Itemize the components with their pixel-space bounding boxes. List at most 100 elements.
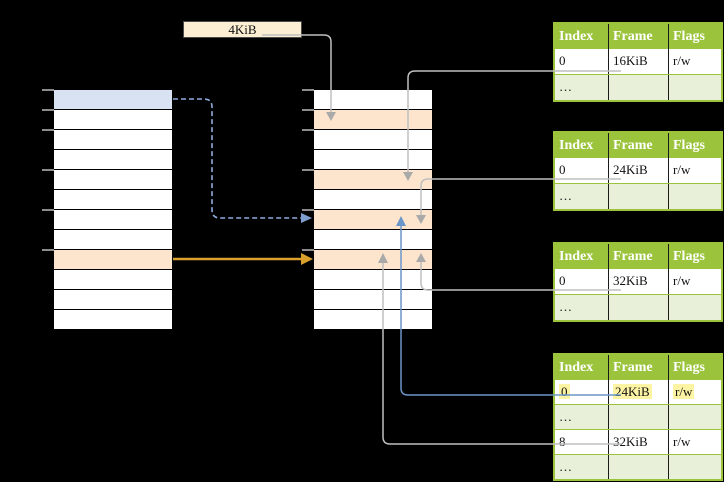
highlighted-value: r/w — [673, 384, 695, 399]
cell-value: 32KiB — [613, 434, 648, 449]
address-tick — [302, 109, 314, 111]
cell-value: … — [559, 459, 572, 474]
cell-value: r/w — [673, 273, 691, 288]
physical-memory — [302, 89, 433, 331]
pm-row — [314, 90, 432, 110]
table-row: 0 16KiB r/w — [555, 49, 721, 74]
column-header-frame: Frame — [608, 133, 668, 158]
table-header-row: Index Frame Flags — [555, 24, 721, 49]
address-tick — [302, 209, 314, 211]
table-cell: r/w — [668, 430, 721, 454]
column-header-frame: Frame — [608, 24, 668, 49]
table-cell: 24KiB — [608, 158, 668, 183]
cell-value: 0 — [559, 273, 566, 288]
cell-value: … — [559, 299, 572, 314]
column-header-frame: Frame — [608, 355, 668, 380]
table-cell — [608, 455, 668, 479]
address-tick — [302, 249, 314, 251]
column-header-flags: Flags — [668, 355, 721, 380]
pm-row — [314, 230, 432, 250]
table-cell: r/w — [668, 158, 721, 183]
arrow-virtual-page-orange — [173, 253, 313, 265]
table-cell — [608, 405, 668, 429]
cell-value: … — [559, 79, 572, 94]
column-header-index: Index — [559, 138, 594, 153]
table-cell: 32KiB — [608, 269, 668, 294]
cell-value: 0 — [559, 162, 566, 177]
pm-row — [314, 130, 432, 150]
column-header-index: Index — [559, 249, 594, 264]
table-row: 0 24KiB r/w — [555, 380, 721, 404]
page-table-2: Index Frame Flags 0 24KiB r/w … — [553, 131, 723, 211]
table-row: 8 32KiB r/w — [555, 429, 721, 454]
table-row: … — [555, 404, 721, 429]
vas-row — [54, 310, 172, 330]
column-header-flags: Flags — [668, 24, 721, 49]
table-cell — [668, 75, 721, 100]
table-cell: r/w — [668, 49, 721, 74]
column-header-flags: Flags — [668, 244, 721, 269]
table-header-row: Index Frame Flags — [555, 244, 721, 269]
table-cell: r/w — [668, 380, 721, 404]
table-row: 0 32KiB r/w — [555, 269, 721, 294]
table-cell: … — [555, 184, 608, 209]
vas-row — [54, 270, 172, 290]
cell-value: r/w — [673, 162, 691, 177]
table-cell: … — [555, 295, 608, 320]
pm-row — [314, 250, 432, 270]
table-cell — [608, 184, 668, 209]
table-cell: … — [555, 75, 608, 100]
table-cell: 24KiB — [608, 380, 668, 404]
cell-value: r/w — [673, 53, 691, 68]
vas-row — [54, 190, 172, 210]
table-cell: 0 — [555, 158, 608, 183]
table-cell: … — [555, 405, 608, 429]
cell-value: r/w — [673, 434, 691, 449]
table-cell — [668, 295, 721, 320]
table-row: … — [555, 74, 721, 100]
table-cell: 0 — [555, 269, 608, 294]
highlighted-value: 0 — [559, 384, 570, 399]
table-header-row: Index Frame Flags — [555, 355, 721, 380]
pm-row — [314, 170, 432, 190]
table-cell — [668, 455, 721, 479]
page-table-4: Index Frame Flags 0 24KiB r/w … 8 32KiB r/w … — [553, 353, 723, 481]
address-tick — [42, 209, 54, 211]
highlighted-value: 24KiB — [613, 384, 652, 399]
table-cell: 0 — [555, 49, 608, 74]
table-header-row: Index Frame Flags — [555, 133, 721, 158]
table-cell — [668, 184, 721, 209]
pm-row — [314, 310, 432, 330]
column-header-index: Index — [559, 360, 594, 375]
table-cell — [608, 295, 668, 320]
address-tick — [302, 129, 314, 131]
address-tick — [42, 89, 54, 91]
table-row: … — [555, 183, 721, 209]
cell-value: 24KiB — [613, 162, 648, 177]
table-cell: 16KiB — [608, 49, 668, 74]
cell-value: 32KiB — [613, 273, 648, 288]
table-cell — [608, 75, 668, 100]
pm-row — [314, 210, 432, 230]
pm-row — [314, 290, 432, 310]
pm-row — [314, 270, 432, 290]
table-cell: r/w — [668, 269, 721, 294]
cell-value: 8 — [559, 434, 566, 449]
table-row: 0 24KiB r/w — [555, 158, 721, 183]
table-row: … — [555, 294, 721, 320]
vas-row — [54, 290, 172, 310]
vas-row — [54, 230, 172, 250]
table-cell: 32KiB — [608, 430, 668, 454]
virtual-address-space — [42, 89, 173, 331]
cell-value: 16KiB — [613, 53, 648, 68]
address-tick — [42, 109, 54, 111]
address-tick — [302, 169, 314, 171]
pm-row — [314, 110, 432, 130]
table-cell: 0 — [555, 380, 608, 404]
frame-size-label: 4KiB — [183, 21, 302, 38]
pm-row — [314, 150, 432, 170]
address-tick — [42, 249, 54, 251]
cell-value: … — [559, 409, 572, 424]
table-row: … — [555, 454, 721, 479]
column-header-frame: Frame — [608, 244, 668, 269]
